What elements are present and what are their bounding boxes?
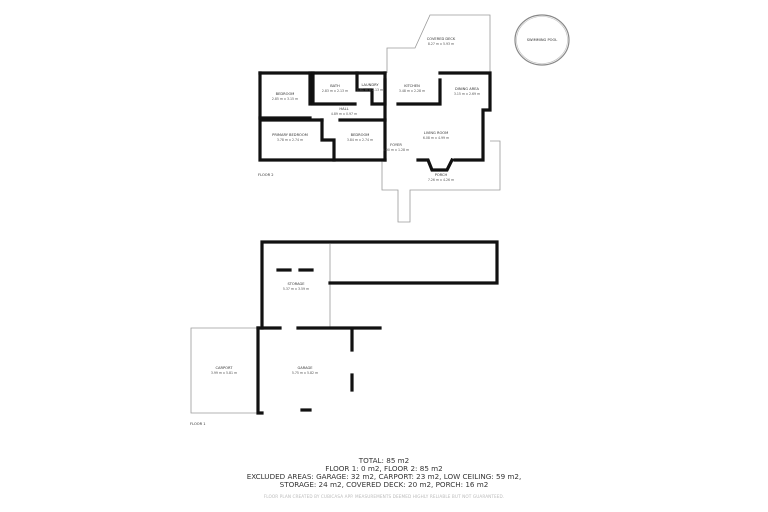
excluded-areas-line1: EXCLUDED AREAS: GARAGE: 32 m2, CARPORT: … [246,472,522,481]
svg-text:STORAGE: STORAGE [287,282,305,286]
svg-text:FOYER: FOYER [390,143,402,147]
carport-outline [190,327,258,414]
floor1-walls [256,240,499,415]
svg-text:5.75 m x 5.82 m: 5.75 m x 5.82 m [292,371,318,375]
covered-deck-outline [386,14,491,73]
svg-text:8.27 m x 5.93 m: 8.27 m x 5.93 m [428,42,454,46]
svg-text:2.85 m x 3.15 m: 2.85 m x 3.15 m [272,97,298,101]
porch-outline [381,140,501,223]
svg-text:4.89 m x 0.97 m: 4.89 m x 0.97 m [331,112,357,116]
svg-text:SWIMMING POOL: SWIMMING POOL [527,38,558,42]
svg-text:3.48 m x 2.28 m: 3.48 m x 2.28 m [399,89,425,93]
svg-text:LAUNDRY: LAUNDRY [361,83,379,87]
svg-text:2.83 m x 2.13 m: 2.83 m x 2.13 m [322,89,348,93]
svg-text:LIVING ROOM: LIVING ROOM [424,131,448,135]
svg-text:HALL: HALL [339,107,348,111]
svg-text:6.08 m x 4.99 m: 6.08 m x 4.99 m [423,136,449,140]
svg-text:COVERED DECK: COVERED DECK [427,37,456,41]
svg-text:CARPORT: CARPORT [216,366,234,370]
floor-areas: FLOOR 1: 0 m2, FLOOR 2: 85 m2 [325,464,443,473]
svg-text:5.37 m x 3.59 m: 5.37 m x 3.59 m [283,287,309,291]
svg-text:3.15 m x 2.69 m: 3.15 m x 2.69 m [454,92,480,96]
excluded-areas-line2: STORAGE: 24 m2, COVERED DECK: 20 m2, POR… [279,480,489,489]
disclaimer: FLOOR PLAN CREATED BY CUBICASA APP. MEAS… [263,494,505,499]
svg-text:7.26 m x 4.26 m: 7.26 m x 4.26 m [428,178,454,182]
svg-text:BATH: BATH [330,84,340,88]
floor2-walls [258,71,492,172]
svg-text:GARAGE: GARAGE [297,366,313,370]
svg-text:PORCH: PORCH [435,173,448,177]
svg-text:1.61 m x 2.13 m: 1.61 m x 2.13 m [357,88,383,92]
svg-text:3.84 m x 2.74 m: 3.84 m x 2.74 m [347,138,373,142]
svg-text:3.99 m x 5.81 m: 3.99 m x 5.81 m [211,371,237,375]
svg-text:BEDROOM: BEDROOM [276,92,295,96]
svg-text:3.78 m x 2.74 m: 3.78 m x 2.74 m [277,138,303,142]
floor2-label: FLOOR 2 [258,173,274,177]
svg-text:PRIMARY BEDROOM: PRIMARY BEDROOM [272,133,308,137]
swimming-pool-outline [514,14,570,66]
svg-text:KITCHEN: KITCHEN [404,84,420,88]
floor1-label: FLOOR 1 [190,422,206,426]
svg-text:DINING AREA: DINING AREA [455,87,479,91]
total-area: TOTAL: 85 m2 [358,456,410,465]
svg-text:BEDROOM: BEDROOM [351,133,370,137]
svg-text:1.90 m x 1.28 m: 1.90 m x 1.28 m [383,148,409,152]
